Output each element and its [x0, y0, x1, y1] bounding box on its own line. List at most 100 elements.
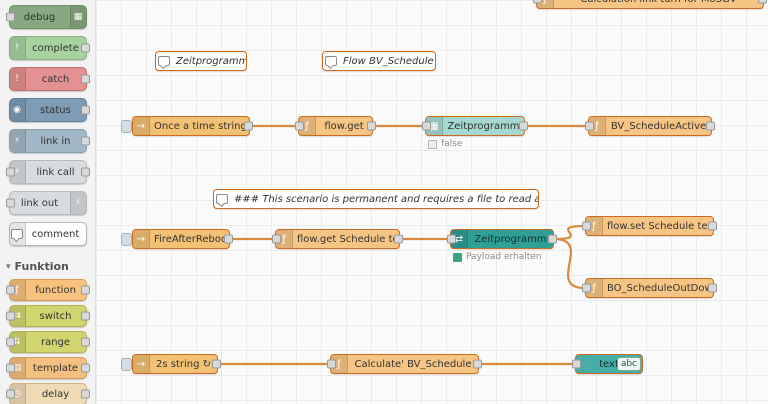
input-port[interactable] — [585, 121, 594, 131]
speech-bubble-shape — [11, 229, 23, 239]
input-port[interactable] — [272, 234, 281, 244]
input-port[interactable] — [582, 283, 591, 293]
node-comment-scenario-note[interactable]: ### This scenario is permanent and requi… — [213, 189, 539, 209]
status-icon: ◉ — [9, 99, 26, 121]
palette-item-delay[interactable]: ◷delay — [5, 383, 90, 404]
output-port[interactable] — [80, 136, 90, 146]
debug-format-badge[interactable]: abc — [616, 357, 641, 371]
output-port[interactable] — [80, 105, 90, 115]
status-text: false — [441, 139, 463, 149]
palette-section-funktion[interactable]: ▾ Funktion — [0, 253, 95, 279]
input-port[interactable] — [327, 359, 336, 369]
output-port[interactable] — [367, 121, 376, 131]
node-label: Once a time string ↻ — [154, 120, 249, 132]
input-port[interactable] — [5, 12, 15, 22]
node-comment-zeitprogramm[interactable]: Zeitprogramm — [155, 51, 247, 71]
input-port[interactable] — [582, 221, 591, 231]
node-function-top-partial[interactable]: ƒCalculation link turn for MoSGV — [533, 0, 767, 9]
output-port[interactable] — [708, 221, 717, 231]
palette-item-status[interactable]: ◉status — [8, 98, 90, 122]
node-comment-flow-bv-schedule[interactable]: Flow BV_Schedule — [322, 51, 436, 71]
input-port[interactable] — [295, 121, 304, 131]
output-port[interactable] — [212, 359, 221, 369]
node-label: BO_ScheduleOutDown — [607, 282, 713, 294]
output-port[interactable] — [519, 121, 528, 131]
input-port[interactable] — [533, 0, 542, 4]
input-port[interactable] — [572, 359, 581, 369]
inject-button[interactable] — [121, 358, 132, 371]
comment-icon — [323, 52, 339, 70]
inject-icon: → — [133, 355, 150, 373]
status-dot — [453, 252, 462, 262]
node-label: Calculate' BV_Schedule — [354, 358, 472, 370]
palette-item-catch[interactable]: !catch — [8, 67, 90, 91]
delay-icon: ◷ — [9, 384, 26, 404]
palette-item-debug[interactable]: ▦debug — [5, 5, 87, 29]
palette-item-label: function — [35, 284, 76, 296]
output-port[interactable] — [80, 285, 90, 295]
input-port[interactable] — [5, 389, 15, 399]
input-port[interactable] — [447, 234, 456, 244]
output-port[interactable] — [548, 234, 557, 244]
output-port[interactable] — [394, 234, 403, 244]
output-port[interactable] — [706, 121, 715, 131]
input-port[interactable] — [422, 121, 431, 131]
output-port[interactable] — [758, 0, 767, 4]
output-port[interactable] — [80, 311, 90, 321]
output-port[interactable] — [80, 337, 90, 347]
output-port[interactable] — [244, 121, 253, 131]
speech-bubble-shape — [158, 56, 170, 66]
palette-item-switch[interactable]: ⇉switch — [5, 305, 90, 327]
output-port[interactable] — [80, 167, 90, 177]
input-port[interactable] — [5, 167, 15, 177]
output-port[interactable] — [708, 283, 717, 293]
input-port[interactable] — [5, 363, 15, 373]
input-port[interactable] — [5, 337, 15, 347]
palette-item-comment[interactable]: comment — [8, 222, 87, 246]
node-inject-2s-string[interactable]: → 2s string ↻ — [121, 354, 221, 374]
inject-button[interactable] — [121, 120, 132, 133]
palette-item-link-in[interactable]: ⚡link in — [8, 129, 90, 153]
input-port[interactable] — [5, 198, 15, 208]
wire[interactable] — [553, 237, 586, 290]
node-label: Calculation link turn for MoSGV — [554, 0, 763, 5]
output-port[interactable] — [80, 74, 90, 84]
flow-canvas[interactable]: ƒCalculation link turn for MoSGV Zeitprog… — [96, 0, 768, 404]
inject-icon: → — [133, 117, 150, 135]
palette-item-complete[interactable]: !complete — [8, 36, 90, 60]
switch-icon: ⇉ — [9, 306, 26, 326]
output-port[interactable] — [80, 389, 90, 399]
node-inject-once-a-time-string[interactable]: → Once a time string ↻ — [121, 116, 253, 136]
node-inject-fireafterreboot[interactable]: →FireAfterReboot ↻ — [121, 229, 233, 249]
palette-item-label: link out — [20, 197, 59, 209]
palette-item-link-call[interactable]: ⚡link call — [5, 160, 90, 184]
output-port[interactable] — [473, 359, 482, 369]
palette-item-template[interactable]: ▤template — [5, 357, 90, 379]
input-port[interactable] — [5, 311, 15, 321]
link-icon: ⚡ — [69, 192, 86, 214]
range-icon: ⇅ — [9, 332, 26, 352]
node-label: Zeitprogramm — [447, 120, 520, 132]
wire[interactable] — [553, 224, 586, 241]
node-label: 2s string ↻ — [155, 358, 211, 370]
palette-item-range[interactable]: ⇅range — [5, 331, 90, 353]
palette-section-common: ▦debug!complete!catch◉status⚡link in⚡lin… — [0, 5, 95, 246]
input-port[interactable] — [5, 285, 15, 295]
output-port[interactable] — [224, 234, 233, 244]
palette-item-link-out[interactable]: ⚡ link out — [5, 191, 87, 215]
output-port[interactable] — [80, 363, 90, 373]
palette-item-label: link in — [40, 135, 71, 147]
inject-button[interactable] — [121, 233, 132, 246]
output-port[interactable] — [80, 43, 90, 53]
